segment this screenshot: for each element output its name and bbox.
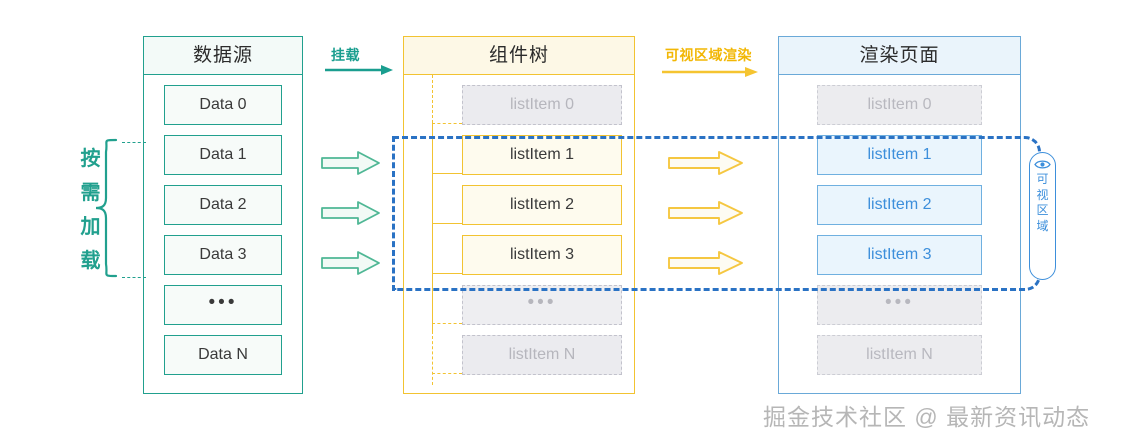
flow-arrow-mount — [325, 65, 393, 75]
flow-label-mount: 挂载 — [331, 47, 360, 63]
tree-branch-itemN — [432, 323, 462, 324]
tree-line-visible — [432, 123, 433, 333]
badge-char-3: 区 — [1036, 203, 1049, 217]
tree-item-ghost[interactable]: listItem 0 — [462, 85, 622, 125]
block-arrow-yellow — [668, 151, 743, 175]
tree-item[interactable]: listItem 2 — [462, 185, 622, 225]
block-arrow-green — [321, 151, 380, 175]
column-data-source-body: Data 0 Data 1 Data 2 Data 3 ••• Data N — [144, 75, 302, 393]
on-demand-brace — [78, 138, 120, 283]
brace-tie-bottom — [122, 277, 146, 278]
render-item[interactable]: listItem 2 — [817, 185, 982, 225]
badge-char-1: 可 — [1036, 172, 1049, 186]
badge-char-4: 域 — [1036, 218, 1049, 233]
data-cell[interactable]: Data 2 — [164, 185, 282, 225]
column-rendered-page: 渲染页面 listItem 0 listItem 1 listItem 2 li… — [778, 36, 1021, 394]
data-cell[interactable]: Data 0 — [164, 85, 282, 125]
render-item-grey[interactable]: listItem N — [817, 335, 982, 375]
data-cell[interactable]: Data N — [164, 335, 282, 375]
tree-item-ghost[interactable]: listItem N — [462, 335, 622, 375]
visible-region-badge[interactable]: 可 视 区 域 — [1029, 152, 1056, 280]
tree-item[interactable]: listItem 1 — [462, 135, 622, 175]
tree-branch-ellipsis — [432, 373, 462, 374]
tree-item[interactable]: listItem 3 — [462, 235, 622, 275]
tree-line-top — [432, 75, 433, 123]
column-rendered-page-body: listItem 0 listItem 1 listItem 2 listIte… — [779, 75, 1020, 393]
visible-region-badge-text: 可 视 区 域 — [1030, 172, 1055, 234]
brace-tie-top — [122, 142, 146, 143]
tree-branch-item1 — [432, 173, 462, 174]
column-data-source: 数据源 Data 0 Data 1 Data 2 Data 3 ••• Data… — [143, 36, 303, 394]
column-component-tree-header: 组件树 — [404, 37, 634, 75]
column-data-source-header: 数据源 — [144, 37, 302, 75]
tree-branch-item3 — [432, 273, 462, 274]
render-item-ellipsis: ••• — [817, 285, 982, 325]
render-item-grey[interactable]: listItem 0 — [817, 85, 982, 125]
render-item[interactable]: listItem 1 — [817, 135, 982, 175]
column-rendered-page-header: 渲染页面 — [779, 37, 1020, 75]
flow-arrow-viewport-render — [662, 67, 758, 77]
column-component-tree-body: listItem 0 listItem 1 listItem 2 listIte… — [404, 75, 634, 393]
column-component-tree: 组件树 listItem 0 listItem 1 listItem 2 lis… — [403, 36, 635, 394]
badge-char-2: 视 — [1036, 187, 1049, 202]
block-arrow-yellow — [668, 201, 743, 225]
data-cell[interactable]: Data 1 — [164, 135, 282, 175]
tree-branch-item0 — [432, 123, 462, 124]
on-demand-load-label: 按需加载 — [80, 148, 102, 272]
watermark: 掘金技术社区 @ 最新资讯动态 — [763, 404, 1091, 430]
block-arrow-green — [321, 201, 380, 225]
flow-label-viewport-render: 可视区域渲染 — [665, 47, 752, 63]
block-arrow-green — [321, 251, 380, 275]
data-cell-ellipsis: ••• — [164, 285, 282, 325]
render-item[interactable]: listItem 3 — [817, 235, 982, 275]
tree-item-ellipsis: ••• — [462, 285, 622, 325]
data-cell[interactable]: Data 3 — [164, 235, 282, 275]
tree-line-bottom — [432, 285, 433, 385]
eye-icon — [1034, 160, 1051, 169]
tree-branch-item2 — [432, 223, 462, 224]
block-arrow-yellow — [668, 251, 743, 275]
